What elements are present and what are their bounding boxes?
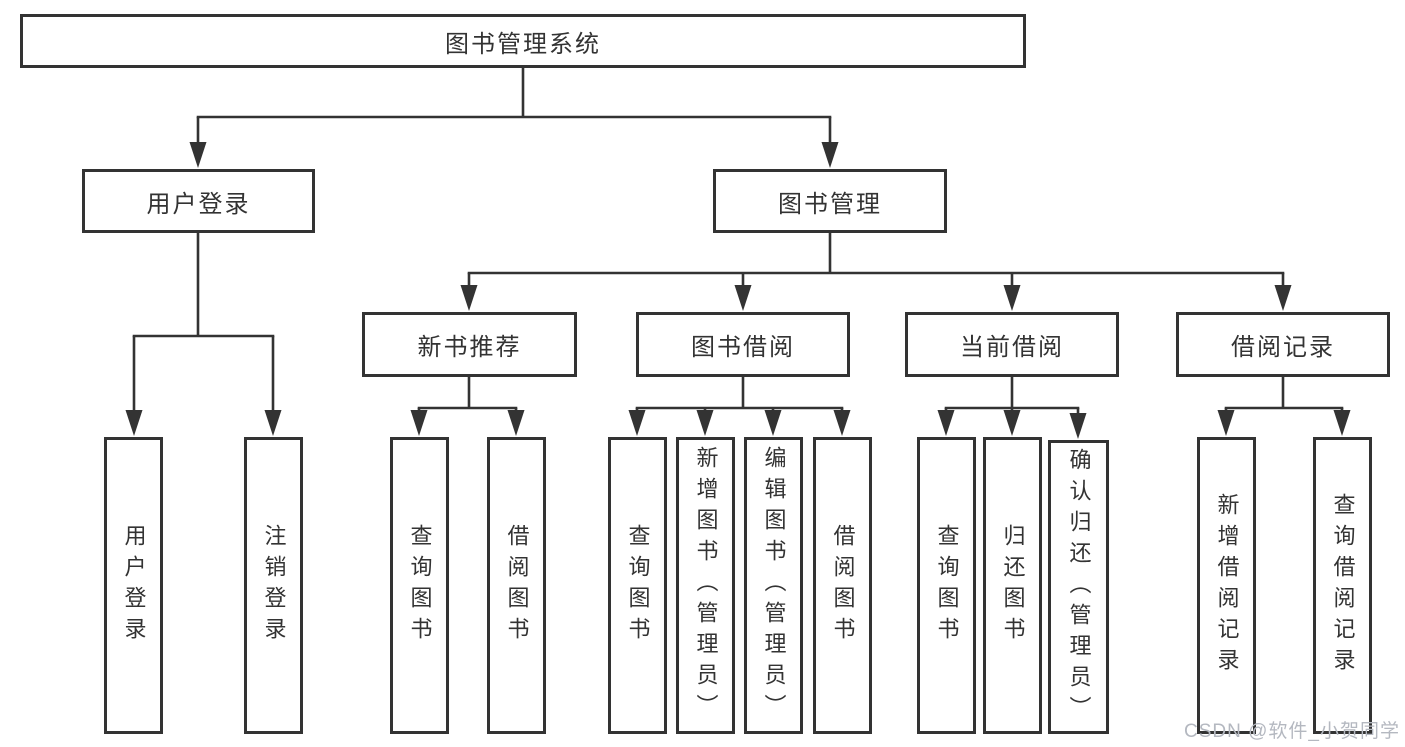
node-label: 查询借阅记录 <box>1330 492 1356 679</box>
node-current-confirm-return-admin: 确认归还（管理员） <box>1048 440 1109 734</box>
node-login: 用户登录 <box>104 437 163 734</box>
node-borrowing-borrow-books: 借阅图书 <box>813 437 872 734</box>
node-records-add-record: 新增借阅记录 <box>1197 437 1256 734</box>
node-logout: 注销登录 <box>244 437 303 734</box>
node-label: 新书推荐 <box>417 334 522 361</box>
node-label: 查询图书 <box>407 523 433 648</box>
node-label: 新增图书（管理员） <box>693 446 719 725</box>
node-label: 注销登录 <box>261 523 287 648</box>
node-book-borrowing: 图书借阅 <box>636 312 850 377</box>
node-label: 新增借阅记录 <box>1214 492 1240 679</box>
node-label: 确认归还（管理员） <box>1066 447 1092 727</box>
node-current-return-books: 归还图书 <box>983 437 1042 734</box>
node-label: 图书管理系统 <box>445 30 601 58</box>
node-label: 用户登录 <box>146 190 251 218</box>
node-recommend-query-books: 查询图书 <box>390 437 449 734</box>
node-label: 借阅图书 <box>504 523 530 648</box>
node-borrowing-query-books: 查询图书 <box>608 437 667 734</box>
node-label: 借阅记录 <box>1231 334 1335 361</box>
csdn-watermark: CSDN @软件_小贺同学 <box>1184 721 1400 742</box>
node-label: 当前借阅 <box>960 334 1064 361</box>
node-book-management: 图书管理 <box>713 169 947 233</box>
node-new-book-recommend: 新书推荐 <box>362 312 577 377</box>
node-borrow-records: 借阅记录 <box>1176 312 1390 377</box>
node-borrowing-add-books-admin: 新增图书（管理员） <box>676 437 735 734</box>
node-root: 图书管理系统 <box>20 14 1026 68</box>
node-label: 图书借阅 <box>691 334 795 361</box>
node-label: 查询图书 <box>934 523 960 648</box>
node-recommend-borrow-books: 借阅图书 <box>487 437 546 734</box>
node-label: 归还图书 <box>1000 523 1026 648</box>
node-label: 借阅图书 <box>830 523 856 648</box>
node-records-query-record: 查询借阅记录 <box>1313 437 1372 734</box>
node-current-query-books: 查询图书 <box>917 437 976 734</box>
node-user-login: 用户登录 <box>82 169 315 233</box>
node-label: 编辑图书（管理员） <box>761 446 787 725</box>
node-label: 用户登录 <box>121 523 147 648</box>
node-label: 图书管理 <box>778 190 882 218</box>
node-label: 查询图书 <box>625 523 651 648</box>
node-current-borrowing: 当前借阅 <box>905 312 1119 377</box>
node-borrowing-edit-books-admin: 编辑图书（管理员） <box>744 437 803 734</box>
